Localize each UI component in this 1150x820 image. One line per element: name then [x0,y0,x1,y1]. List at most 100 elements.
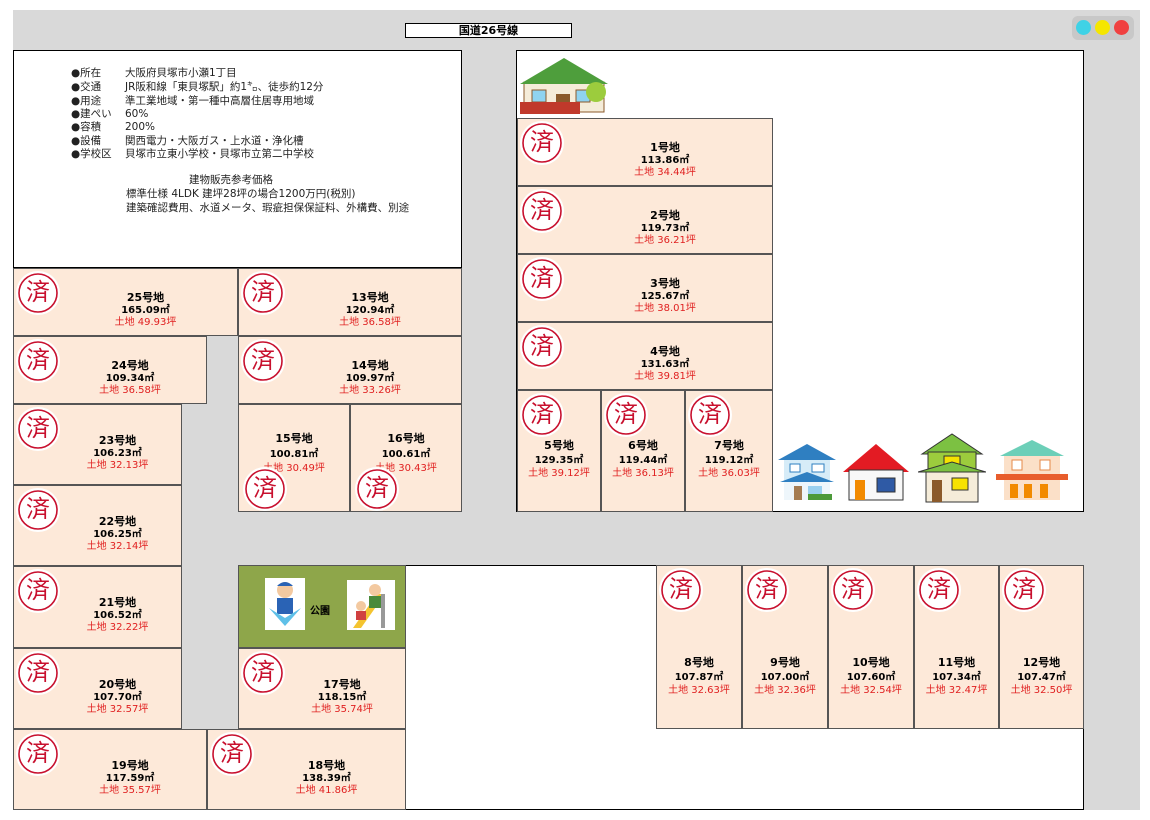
lot-name: 5号地 [544,439,574,452]
lot-name: 7号地 [714,439,744,452]
sold-mark: 済 [251,346,275,374]
lot-area: 106.52㎡ [93,610,142,621]
park: 公園 [238,565,406,648]
lot-land-tsubo: 土地 39.12坪 [528,468,590,479]
info-value: 60% [125,108,149,120]
house-icon [843,444,909,501]
info-value: 準工業地域・第一種中高層住居専用地域 [125,95,314,107]
sold-mark: 済 [26,658,50,686]
sold-mark: 済 [365,474,389,502]
lot-land-tsubo: 土地 35.57坪 [99,784,161,796]
lot-area: 125.67㎡ [640,291,690,302]
sold-circle-icon [18,571,58,611]
lot-land-tsubo: 土地 32.22坪 [86,622,149,633]
sold-stamp: 済 [16,407,60,451]
sold-stamp: 済 [520,393,564,437]
sold-circle-icon [522,395,562,435]
sold-circle-icon [18,653,58,693]
info-label: ●用途 [71,95,102,107]
sold-circle-icon [212,734,252,774]
sold-stamp: 済 [604,393,648,437]
lot-area: 165.09㎡ [121,305,170,316]
sold-stamp: 済 [16,488,60,532]
info-value: 200% [125,121,156,133]
lot-name: 12号地 [1022,656,1061,669]
lot-land-tsubo: 土地 32.57坪 [86,703,149,715]
sold-stamp: 済 [243,467,287,511]
sold-stamp: 済 [241,651,285,695]
sold-mark: 済 [253,474,277,502]
lot-name: 8号地 [684,656,714,669]
lot-land-tsubo: 土地 36.13坪 [612,468,674,479]
lot-name: 22号地 [98,514,137,528]
sold-circle-icon [243,273,283,313]
sold-mark: 済 [698,400,722,428]
lot-land-tsubo: 土地 35.74坪 [311,703,373,715]
lot-land-tsubo: 土地 36.58坪 [339,317,401,328]
park-label: 公園 [310,606,330,617]
sold-stamp: 済 [241,271,285,315]
sold-stamp: 済 [241,339,285,383]
lot-name: 18号地 [307,758,346,772]
sold-circle-icon [522,191,562,231]
lot-land-tsubo: 土地 30.49坪 [263,463,325,474]
lot-land-tsubo: 土地 33.26坪 [339,385,401,396]
lot-area: 138.39㎡ [302,772,351,784]
info-value: JR阪和線「東貝塚駅」約1㌔、徒歩約12分 [125,81,324,93]
sold-mark: 済 [251,278,275,306]
lot-name: 2号地 [650,209,680,222]
lot-area: 100.81㎡ [269,449,319,460]
lot-area: 107.70㎡ [93,691,142,703]
lot-name: 3号地 [650,277,680,290]
lot-land-tsubo: 土地 36.03坪 [698,468,760,479]
sold-circle-icon [522,123,562,163]
lot-name: 23号地 [98,433,137,447]
lot-area: 107.47㎡ [1017,672,1066,683]
sold-stamp: 済 [355,467,399,511]
sold-circle-icon [18,409,58,449]
sold-circle-icon [747,570,787,610]
price-line-2: 建築確認費用、水道メータ、瑕疵担保保証料、外構費、別途 [126,202,410,214]
lot-area: 106.23㎡ [93,447,142,459]
sold-circle-icon [18,490,58,530]
lot-name: 16号地 [387,432,425,445]
sold-mark: 済 [26,414,50,442]
sold-mark: 済 [530,128,554,156]
lot-land-tsubo: 土地 32.36坪 [754,685,816,696]
lot-land-tsubo: 土地 32.47坪 [925,685,988,696]
sold-stamp: 済 [917,568,961,612]
sold-circle-icon [18,273,58,313]
sold-mark: 済 [927,575,951,603]
sold-mark: 済 [26,576,50,604]
sold-stamp: 済 [659,568,703,612]
sold-circle-icon [833,570,873,610]
lot-area: 119.12㎡ [704,455,754,466]
sold-mark: 済 [251,658,275,686]
lot-land-tsubo: 土地 32.54坪 [840,685,902,696]
